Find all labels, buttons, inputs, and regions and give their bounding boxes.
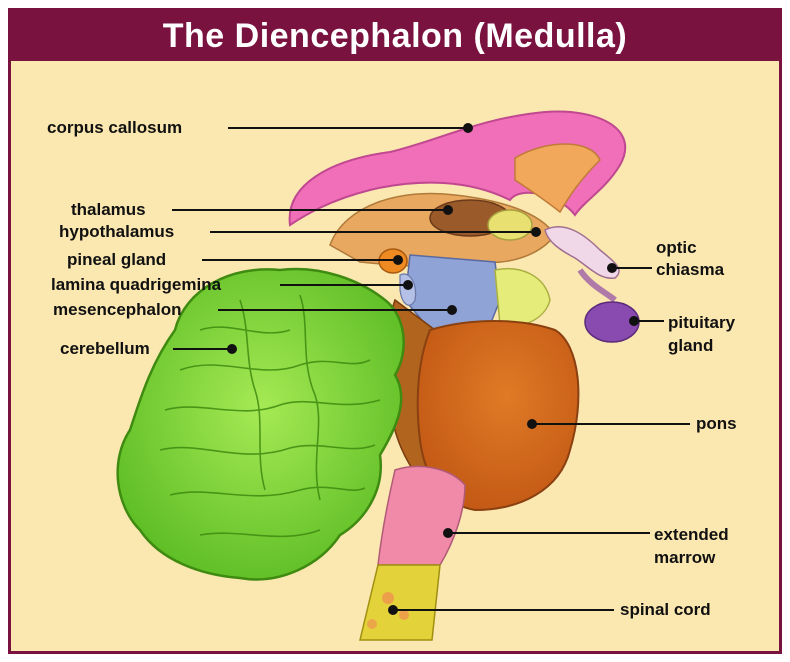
label-extended-marrow-line2: marrow xyxy=(654,548,715,568)
tegmentum-shape xyxy=(495,269,550,327)
label-pineal-gland: pineal gland xyxy=(67,250,166,270)
label-pituitary-gland-line2: gland xyxy=(668,336,713,356)
extended-marrow-shape xyxy=(378,466,465,565)
hypothalamus-shape xyxy=(488,210,532,240)
label-thalamus: thalamus xyxy=(71,200,146,220)
label-cerebellum: cerebellum xyxy=(60,339,150,359)
page-title: The Diencephalon (Medulla) xyxy=(163,17,627,56)
label-spinal-cord: spinal cord xyxy=(620,600,711,620)
label-hypothalamus: hypothalamus xyxy=(59,222,174,242)
label-mesencephalon: mesencephalon xyxy=(53,300,182,320)
label-corpus-callosum: corpus callosum xyxy=(47,118,182,138)
label-optic-chiasma-line2: chiasma xyxy=(656,260,724,280)
label-pons: pons xyxy=(696,414,737,434)
label-extended-marrow-line1: extended xyxy=(654,525,729,545)
label-lamina-quadrigemina: lamina quadrigemina xyxy=(51,275,221,295)
label-optic-chiasma-line1: optic xyxy=(656,238,697,258)
title-bar: The Diencephalon (Medulla) xyxy=(11,11,779,61)
label-pituitary-gland-line1: pituitary xyxy=(668,313,735,333)
